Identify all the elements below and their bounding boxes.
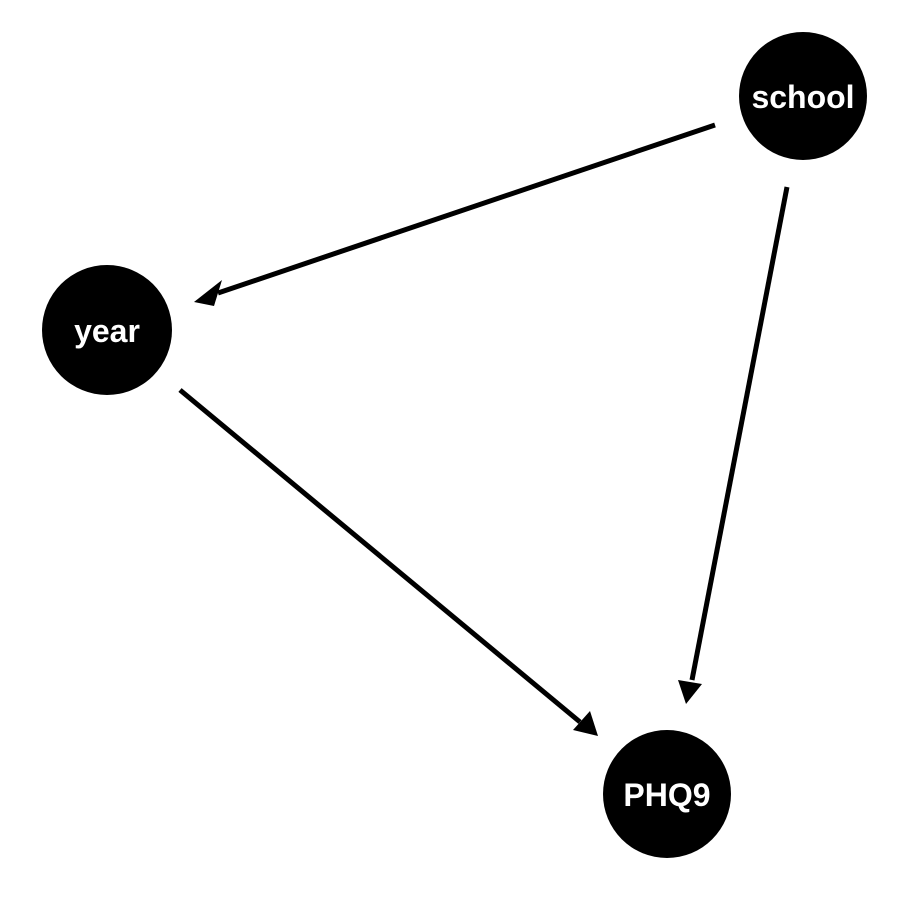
node-label: PHQ9	[623, 777, 710, 813]
edge-year-to-phq9	[178, 388, 598, 736]
arrow-head	[573, 711, 598, 736]
node-school: school	[739, 32, 867, 160]
node-circle	[603, 730, 731, 858]
arrow-head	[194, 280, 222, 306]
edge-line	[217, 122, 716, 296]
node-year: year	[42, 265, 172, 395]
arrow-head	[678, 680, 702, 704]
node-phq9: PHQ9	[603, 730, 731, 858]
node-label: school	[751, 79, 854, 115]
node-circle	[739, 32, 867, 160]
edge-line	[689, 186, 790, 681]
edge-line	[178, 388, 582, 724]
edge-school-to-year	[194, 122, 716, 306]
node-circle	[42, 265, 172, 395]
edge-school-to-phq9	[678, 186, 790, 704]
node-label: year	[74, 313, 140, 349]
